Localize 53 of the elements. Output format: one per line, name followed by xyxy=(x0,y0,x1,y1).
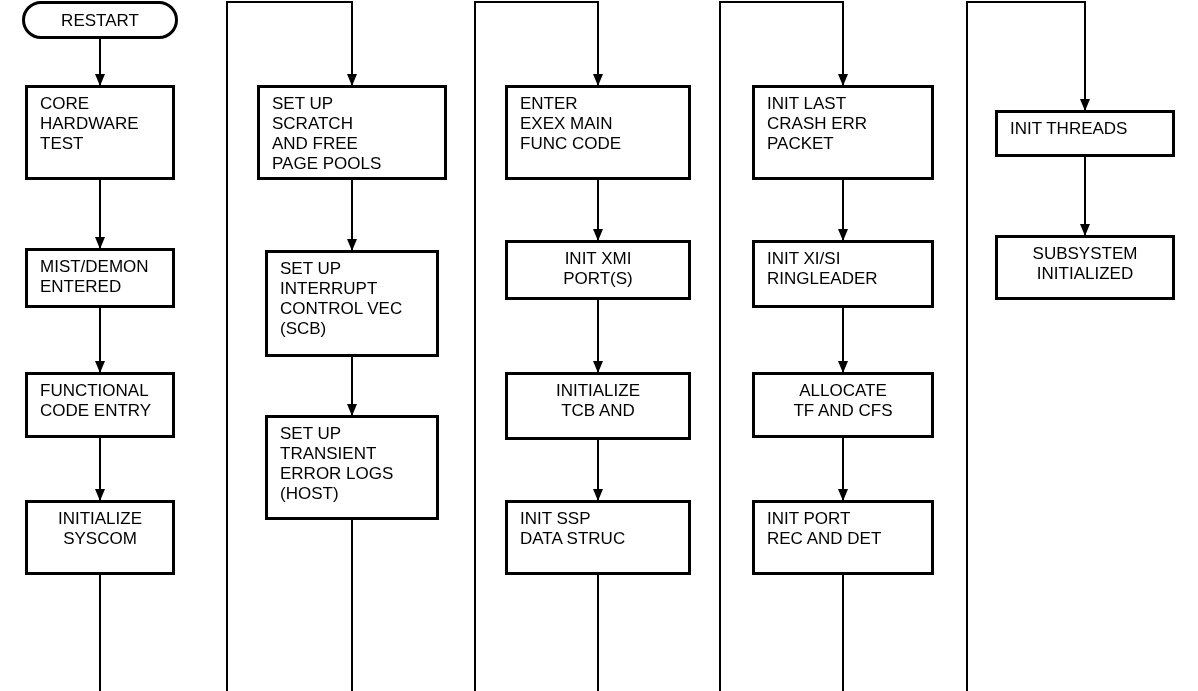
step-text: INIT SSP DATA STRUC xyxy=(520,509,627,549)
process-box xyxy=(25,500,175,575)
start-terminal xyxy=(22,1,178,39)
flow-arrow xyxy=(838,179,848,241)
flow-arrow xyxy=(347,356,357,416)
flow-arrow xyxy=(838,307,848,373)
step-text: MIST/DEMON ENTERED xyxy=(40,257,150,297)
flow-arrow xyxy=(474,1,603,691)
step-text: SET UP SCRATCH AND FREE PAGE POOLS xyxy=(272,94,383,174)
step-text: FUNCTIONAL CODE ENTRY xyxy=(40,381,153,421)
process-box xyxy=(265,250,439,357)
step-text: SET UP INTERRUPT CONTROL VEC (SCB) xyxy=(280,259,404,339)
flow-arrow xyxy=(838,437,848,501)
step-text: INITIALIZE TCB AND xyxy=(554,381,642,421)
flow-arrow xyxy=(966,1,1090,691)
flow-arrow xyxy=(226,1,357,691)
flow-arrow xyxy=(95,437,105,501)
process-box xyxy=(995,110,1175,157)
step-text: INIT PORT REC AND DET xyxy=(767,509,883,549)
flow-arrow xyxy=(347,179,357,251)
process-box xyxy=(505,85,691,180)
step-text: SUBSYSTEM INITIALIZED xyxy=(1031,244,1139,284)
flow-arrow xyxy=(593,439,603,501)
flow-arrow xyxy=(719,1,848,691)
flow-arrow xyxy=(593,179,603,241)
step-text: SET UP TRANSIENT ERROR LOGS (HOST) xyxy=(280,424,395,504)
step-text: INITIALIZE SYSCOM xyxy=(56,509,144,549)
process-box xyxy=(25,248,175,308)
step-text: ALLOCATE TF AND CFS xyxy=(792,381,894,421)
step-text: INIT XI/SI RINGLEADER xyxy=(767,249,879,289)
process-box xyxy=(265,415,439,520)
process-box xyxy=(505,500,691,575)
step-text: INIT XMI PORT(S) xyxy=(562,249,634,289)
step-text: ENTER EXEX MAIN FUNC CODE xyxy=(520,94,622,154)
process-box xyxy=(25,372,175,438)
process-box xyxy=(752,500,934,575)
flow-arrow xyxy=(1080,156,1090,236)
process-box xyxy=(505,372,691,440)
process-box xyxy=(752,372,934,438)
process-box xyxy=(257,85,447,180)
flow-arrow xyxy=(593,299,603,373)
step-text: CORE HARDWARE TEST xyxy=(40,94,140,154)
process-box xyxy=(505,240,691,300)
process-box xyxy=(752,240,934,308)
flow-arrow xyxy=(95,307,105,373)
step-text: INIT LAST CRASH ERR PACKET xyxy=(767,94,869,154)
flow-arrow xyxy=(95,179,105,249)
flow-arrow xyxy=(95,38,105,86)
process-box xyxy=(995,235,1175,300)
step-text: INIT THREADS xyxy=(1010,119,1128,139)
step-text: RESTART xyxy=(61,11,139,29)
process-box xyxy=(752,85,934,180)
process-box xyxy=(25,85,175,180)
